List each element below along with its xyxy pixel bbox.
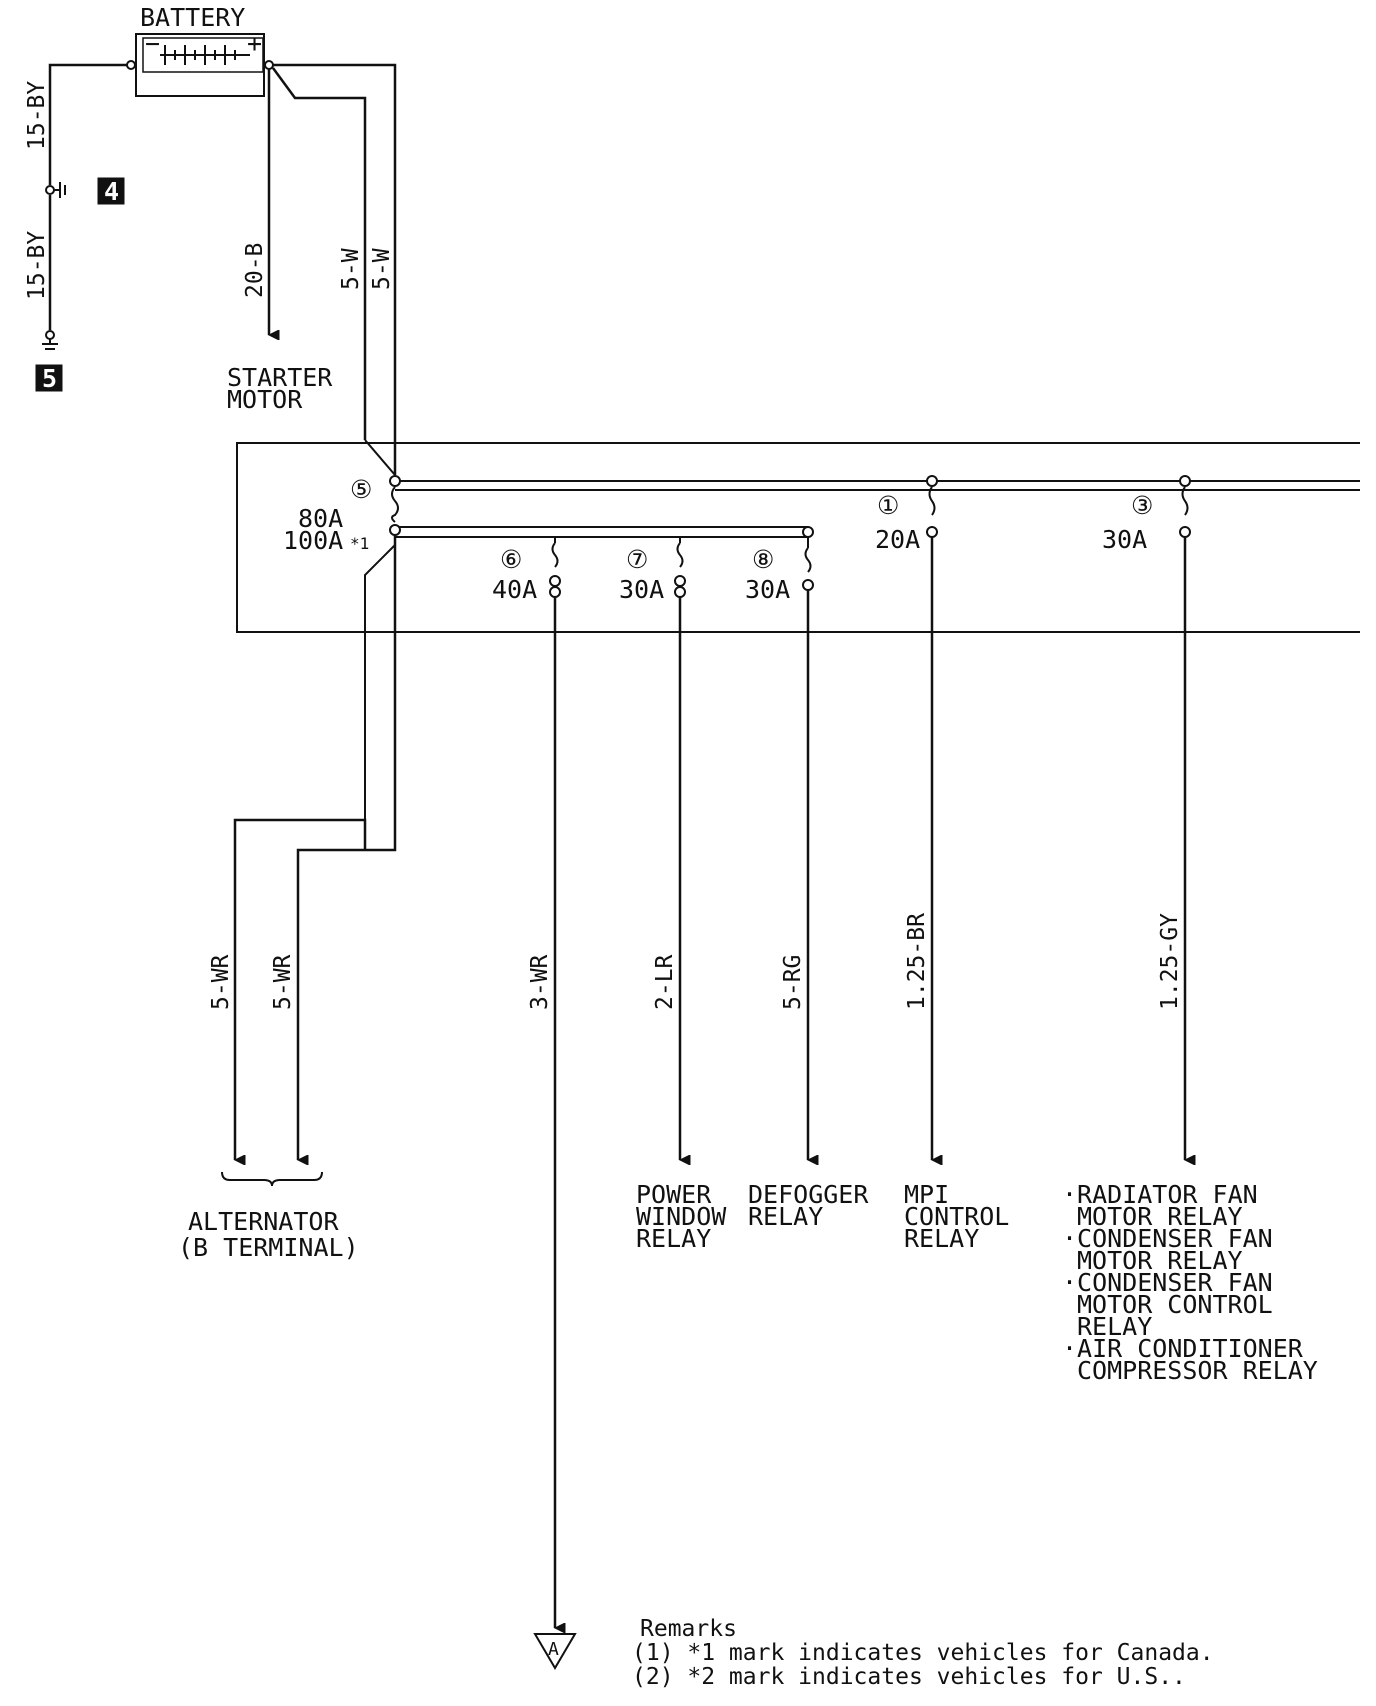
fuse-5-mark: *1 — [350, 534, 369, 553]
wire-3-wr: 3-WR — [527, 954, 553, 1010]
ground-symbol-icon — [54, 182, 66, 198]
fuse-3-rating: 30A — [1102, 525, 1147, 554]
defogger-label-line1: DEFOGGER — [748, 1180, 869, 1209]
fuse-3-number: ③ — [1131, 491, 1153, 520]
mpi-label-line1: MPI — [904, 1180, 949, 1209]
wire-20-b: 20-B — [242, 243, 268, 298]
battery: BATTERY − + — [126, 3, 274, 97]
battery-positive-wiring — [267, 63, 397, 475]
radiator-label-line3: ·CONDENSER FAN — [1062, 1224, 1273, 1253]
wire-5-rg: 5-RG — [780, 955, 806, 1010]
fuse-bus-bars — [395, 480, 1360, 538]
connector-a-label: A — [548, 1639, 559, 1660]
ground-point-5-badge — [35, 364, 63, 392]
output-wires — [233, 535, 1185, 1628]
radiator-label-line5: ·CONDENSER FAN — [1062, 1268, 1273, 1297]
alternator-label-line1: ALTERNATOR — [188, 1207, 339, 1236]
fuse-8-number: ⑧ — [752, 545, 774, 574]
ground-point-4: 4 — [104, 177, 119, 206]
power-window-label-line2: WINDOW — [636, 1202, 727, 1231]
starter-label-line2: MOTOR — [227, 385, 303, 414]
battery-cells-icon — [160, 45, 250, 65]
defogger-label-line2: RELAY — [748, 1202, 823, 1231]
fuse-box — [236, 439, 1360, 850]
alternator-label-line2: (B TERMINAL) — [178, 1233, 359, 1262]
wire-2-lr: 2-LR — [652, 954, 678, 1010]
wire-1-25-gy: 1.25-GY — [1157, 913, 1183, 1010]
mpi-label-line3: RELAY — [904, 1224, 979, 1253]
fuse-8-rating: 30A — [745, 575, 790, 604]
remarks-line2: (2) *2 mark indicates vehicles for U.S.. — [632, 1664, 1186, 1690]
radiator-label-line7: RELAY — [1077, 1312, 1152, 1341]
wire-15-by-upper: 15-BY — [24, 81, 50, 150]
radiator-label-line8: ·AIR CONDITIONER — [1062, 1334, 1304, 1363]
wire-5-w-b: 5-W — [369, 248, 395, 290]
remarks-title: Remarks — [640, 1616, 737, 1642]
ground-point-4-badge — [97, 177, 125, 205]
fuse-3: ③ 30A — [1102, 475, 1191, 554]
radiator-label-line1: ·RADIATOR FAN — [1062, 1180, 1258, 1209]
radiator-label-line9: COMPRESSOR RELAY — [1077, 1356, 1318, 1385]
alternator-brace-icon — [221, 1171, 323, 1187]
mpi-label-line2: CONTROL — [904, 1202, 1009, 1231]
fuse-5-rating-100a: 100A — [283, 526, 343, 555]
radiator-label-line4: MOTOR RELAY — [1077, 1246, 1243, 1275]
fuse-7-rating: 30A — [619, 575, 664, 604]
wire-5-w-a: 5-W — [338, 248, 364, 290]
fuse-1-rating: 20A — [875, 525, 920, 554]
power-window-label-line3: RELAY — [636, 1224, 711, 1253]
remarks-line1: (1) *1 mark indicates vehicles for Canad… — [632, 1640, 1214, 1666]
power-window-label-line1: POWER — [636, 1180, 712, 1209]
fuse-7: ⑦ 30A — [619, 537, 686, 604]
fuse-6: ⑥ 40A — [492, 537, 561, 604]
ground-wiring — [48, 63, 127, 330]
fuse-5-number: ⑤ — [350, 475, 372, 504]
ground-symbol-icon — [42, 339, 58, 350]
radiator-label-line6: MOTOR CONTROL — [1077, 1290, 1273, 1319]
fuse-6-rating: 40A — [492, 575, 537, 604]
starter-label-line1: STARTER — [227, 363, 333, 392]
fuse-5-rating-80a: 80A — [298, 504, 343, 533]
fuse-5: ⑤ 80A 100A *1 — [283, 475, 401, 555]
battery-minus: − — [145, 29, 160, 58]
radiator-label-line2: MOTOR RELAY — [1077, 1202, 1243, 1231]
fuse-1-number: ① — [877, 491, 899, 520]
fuse-6-number: ⑥ — [500, 545, 522, 574]
battery-label: BATTERY — [140, 3, 245, 32]
ground-point-5: 5 — [42, 364, 57, 393]
fuse-1: ① 20A — [875, 475, 938, 554]
fuse-8: ⑧ 30A — [745, 537, 814, 604]
wire-1-25-br: 1.25-BR — [904, 913, 930, 1010]
wire-5-wr-b: 5-WR — [270, 954, 296, 1010]
wire-5-wr-a: 5-WR — [208, 954, 234, 1010]
battery-plus: + — [247, 29, 262, 58]
fuse-7-number: ⑦ — [626, 545, 648, 574]
wire-15-by-lower: 15-BY — [24, 231, 50, 300]
connector-a: A — [533, 1633, 577, 1670]
